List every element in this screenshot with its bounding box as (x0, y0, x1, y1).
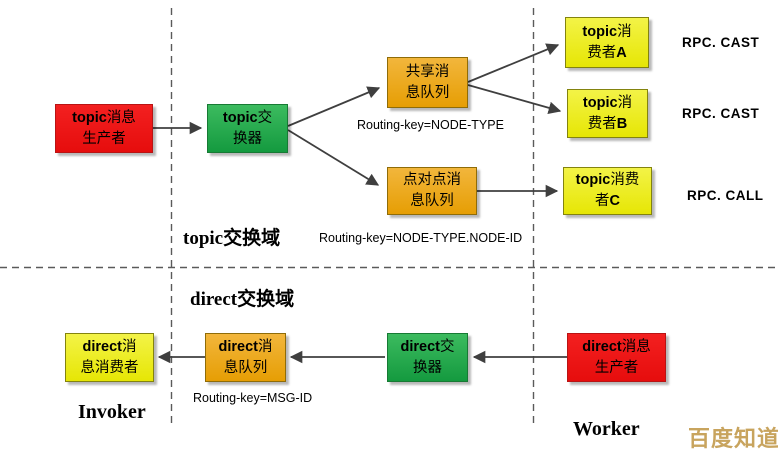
baidu-zhidao-watermark: 百度知道 (688, 426, 778, 451)
direct-domain-heading: direct交换域 (190, 289, 295, 310)
node-label-line2: 息队列 (410, 193, 454, 209)
node-label-line1: direct交 (400, 338, 455, 355)
invoker-label: Invoker (78, 401, 146, 423)
rpc-call-label: RPC. CALL (687, 188, 764, 203)
node-label-line1: direct消 (82, 338, 137, 355)
routing-key-msg-id-label: Routing-key=MSG-ID (193, 391, 313, 405)
arrow-shared-queue-to-consumer-a (467, 43, 560, 83)
arrow-topic-exchange-to-shared-queue (287, 86, 381, 127)
node-topic-consumer-c: topic消费 者C (563, 167, 652, 215)
node-direct-producer: direct消息 生产者 (567, 333, 666, 382)
routing-key-node-type-label: Routing-key=NODE-TYPE (357, 118, 504, 132)
routing-key-node-type-node-id-label: Routing-key=NODE-TYPE.NODE-ID (319, 231, 523, 245)
arrow-shared-queue-to-consumer-b (467, 84, 562, 114)
node-label-line2: 息队列 (223, 359, 268, 376)
node-label-line2: 费者B (587, 115, 628, 132)
node-direct-consumer: direct消 息消费者 (65, 333, 154, 382)
node-label-line1: topic消 (582, 94, 633, 111)
rpc-cast-a-label: RPC. CAST (682, 35, 760, 50)
node-label-line2: 息队列 (405, 84, 450, 101)
node-direct-queue: direct消 息队列 (205, 333, 286, 382)
node-label-line2: 费者A (587, 44, 627, 61)
node-direct-exchange: direct交 换器 (387, 333, 468, 382)
node-label-line1: 共享消 (405, 63, 450, 80)
node-label-line2: 换器 (233, 130, 262, 147)
node-shared-queue: 共享消 息队列 (387, 57, 468, 108)
node-label-line1: direct消 (218, 338, 273, 355)
node-label-line1: topic交 (222, 109, 273, 126)
arrow-topic-exchange-to-p2p-queue (287, 129, 380, 186)
node-topic-consumer-b: topic消 费者B (567, 89, 648, 138)
node-topic-producer: topic消息 生产者 (55, 104, 153, 153)
node-label-line1: direct消息 (582, 338, 651, 355)
node-label-line2: 息消费者 (80, 359, 139, 376)
worker-label: Worker (573, 418, 640, 440)
node-label-line2: 换器 (413, 359, 442, 376)
node-topic-consumer-a: topic消 费者A (565, 17, 649, 68)
node-label-line2: 生产者 (594, 359, 639, 376)
topic-domain-heading: topic交换域 (183, 228, 281, 249)
node-label-line1: 点对点消 (403, 172, 461, 188)
node-label-line2: 生产者 (82, 130, 126, 147)
node-label-line1: topic消息 (72, 109, 136, 126)
node-topic-exchange: topic交 换器 (207, 104, 288, 153)
rpc-cast-b-label: RPC. CAST (682, 106, 760, 121)
node-label-line1: topic消 (582, 23, 632, 40)
node-p2p-queue: 点对点消 息队列 (387, 167, 477, 215)
node-label-line1: topic消费 (575, 172, 640, 188)
node-label-line2: 者C (595, 193, 620, 209)
